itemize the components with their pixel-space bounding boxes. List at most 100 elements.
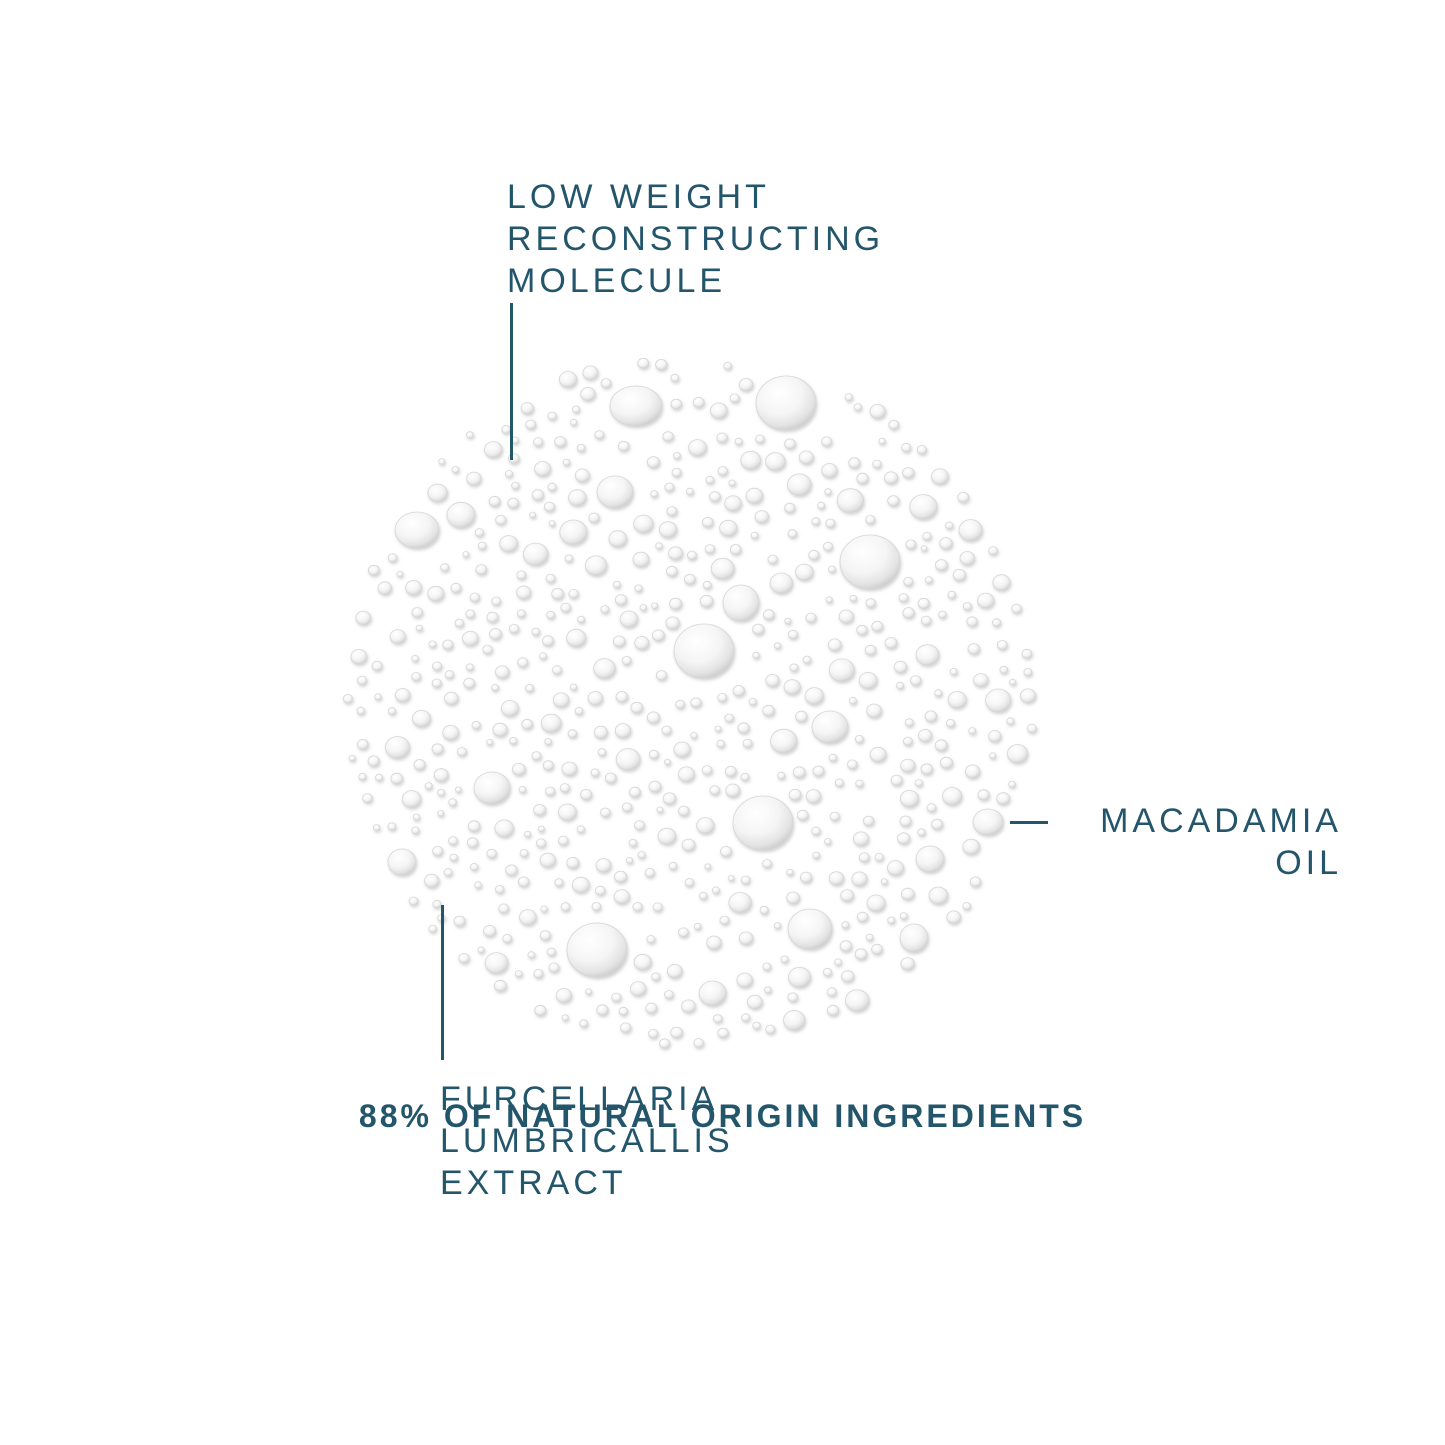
droplet <box>356 738 369 750</box>
droplet <box>454 618 465 628</box>
droplet <box>849 594 857 602</box>
droplet <box>996 792 1011 805</box>
droplet <box>593 725 608 739</box>
droplet <box>433 768 449 782</box>
droplet <box>924 710 938 722</box>
droplet <box>959 551 976 566</box>
droplet <box>516 609 526 618</box>
droplet <box>958 519 983 541</box>
droplet <box>804 687 824 705</box>
droplet <box>371 660 383 671</box>
droplet <box>499 535 518 552</box>
droplet <box>566 856 580 869</box>
droplet <box>732 795 794 851</box>
droplet <box>710 557 735 580</box>
droplet <box>722 584 760 622</box>
droplet <box>887 860 905 876</box>
droplet <box>615 691 629 703</box>
droplet <box>770 728 798 754</box>
leader-line-right <box>1010 821 1048 824</box>
droplet <box>824 838 832 845</box>
droplet <box>828 753 838 762</box>
droplet <box>572 405 581 413</box>
droplet <box>811 710 849 744</box>
droplet <box>693 922 702 930</box>
droplet <box>462 630 479 646</box>
droplet <box>469 592 481 603</box>
droplet <box>822 967 833 977</box>
droplet <box>646 456 660 469</box>
droplet <box>988 730 1002 743</box>
droplet <box>748 698 757 706</box>
droplet <box>614 594 628 606</box>
droplet <box>808 549 820 561</box>
droplet <box>795 563 814 581</box>
droplet <box>670 1026 683 1039</box>
droplet <box>424 873 440 888</box>
droplet <box>633 953 652 971</box>
droplet <box>872 459 882 469</box>
droplet <box>671 467 682 477</box>
droplet <box>1009 678 1017 686</box>
droplet <box>544 738 552 746</box>
droplet <box>787 473 812 496</box>
droplet <box>463 677 476 689</box>
droplet <box>926 803 937 813</box>
droplet <box>890 774 903 786</box>
droplet <box>947 691 967 709</box>
droplet <box>411 655 419 662</box>
droplet <box>838 609 854 624</box>
droplet <box>482 644 493 655</box>
droplet <box>698 891 708 900</box>
droplet <box>690 732 698 739</box>
droplet <box>736 972 753 988</box>
droplet <box>788 788 802 801</box>
droplet <box>514 970 523 978</box>
droplet <box>795 710 808 723</box>
droplet <box>540 905 548 913</box>
droplet <box>567 729 578 738</box>
droplet <box>724 766 737 777</box>
droplet <box>632 551 650 568</box>
droplet <box>817 501 826 510</box>
leader-line-top <box>510 303 513 460</box>
droplet <box>1008 780 1016 788</box>
droplet <box>865 598 876 608</box>
droplet <box>719 519 738 537</box>
droplet <box>701 765 713 775</box>
droplet <box>576 825 585 833</box>
droplet <box>471 720 481 730</box>
droplet <box>615 748 641 771</box>
droplet <box>527 951 536 959</box>
droplet <box>720 846 733 857</box>
droplet <box>666 963 683 979</box>
droplet <box>495 885 505 894</box>
droplet <box>664 482 675 492</box>
droplet <box>539 852 556 868</box>
droplet <box>858 852 870 863</box>
droplet <box>557 835 569 846</box>
droplet <box>630 981 647 996</box>
droplet <box>564 554 574 563</box>
droplet <box>765 674 780 687</box>
droplet <box>796 809 809 821</box>
droplet <box>518 786 527 794</box>
droplet <box>516 585 532 600</box>
droplet <box>799 871 813 883</box>
droplet <box>732 685 746 697</box>
droplet <box>539 930 552 941</box>
droplet <box>848 457 861 469</box>
droplet <box>668 861 678 870</box>
droplet <box>871 943 883 955</box>
droplet <box>427 585 445 602</box>
droplet <box>518 876 530 887</box>
droplet <box>945 521 954 530</box>
droplet <box>966 616 978 627</box>
droplet <box>839 940 853 952</box>
droplet <box>539 652 547 660</box>
droplet <box>428 640 437 648</box>
droplet <box>977 592 995 609</box>
droplet <box>561 1014 569 1021</box>
droplet <box>673 623 735 679</box>
droplet <box>853 831 870 846</box>
